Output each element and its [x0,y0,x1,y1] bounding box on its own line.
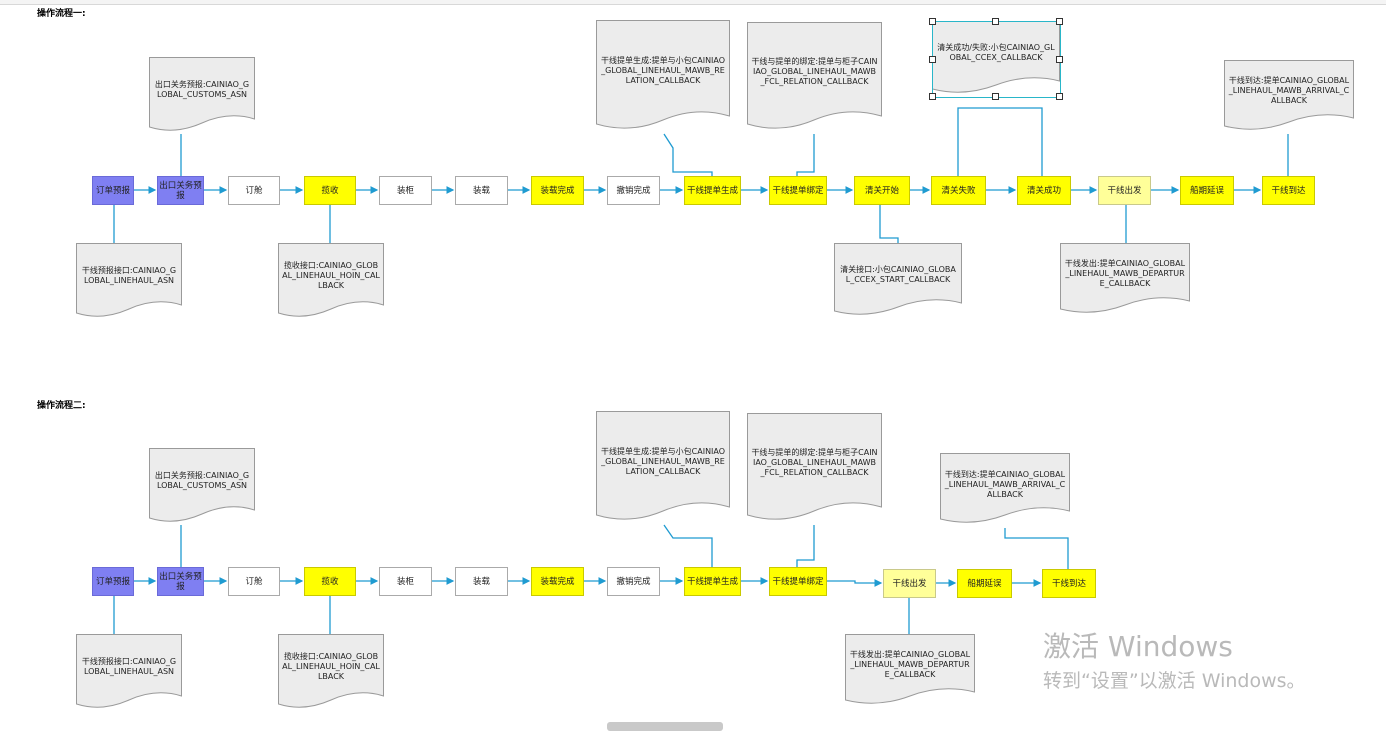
flow1-node-linehaul-departure[interactable]: 干线出发 [1098,176,1151,205]
flow2-node-export-customs-forecast[interactable]: 出口关务预报 [157,567,204,596]
activation-watermark-title: 激活 Windows [1043,630,1233,663]
resize-handle-left[interactable] [929,56,936,63]
flow2-note-departure-callback[interactable]: 干线发出:提单CAINIAO_GLOBAL_LINEHAUL_MAWB_DEPA… [845,634,975,708]
flow2-node-shipping-delay[interactable]: 船期延误 [957,569,1012,598]
flow1-note-hoin-callback[interactable]: 揽收接口:CAINIAO_GLOBAL_LINEHAUL_HOIN_CALLBA… [278,243,384,320]
flow1-title: 操作流程一: [37,9,86,19]
flow1-note-ccex-start-callback[interactable]: 清关接口:小包CAINIAO_GLOBAL_CCEX_START_CALLBAC… [834,243,962,318]
horizontal-scrollbar[interactable] [607,722,723,731]
flow1-note-customs-asn[interactable]: 出口关务预报:CAINIAO_GLOBAL_CUSTOMS_ASN [149,57,255,134]
top-ruler [0,0,1386,5]
flow1-node-loading-complete[interactable]: 装载完成 [531,176,584,205]
flow1-node-clearance-success[interactable]: 清关成功 [1017,176,1071,205]
flow1-node-order-forecast[interactable]: 订单预报 [92,176,134,205]
flow1-node-mawb-bound[interactable]: 干线提单绑定 [769,176,827,205]
flow2-node-linehaul-arrival[interactable]: 干线到达 [1042,569,1096,598]
flow1-node-shipping-delay[interactable]: 船期延误 [1180,176,1234,205]
flow1-node-cancel-complete[interactable]: 撤销完成 [607,176,660,205]
flow2-node-mawb-generated[interactable]: 干线提单生成 [684,567,741,596]
resize-handle-bottom-left[interactable] [929,93,936,100]
flow1-node-export-customs-forecast[interactable]: 出口关务预报 [157,176,204,205]
flow2-note-mawb-relation-callback[interactable]: 干线提单生成:提单与小包CAINIAO_GLOBAL_LINEHAUL_MAWB… [596,411,730,525]
resize-handle-top[interactable] [992,18,999,25]
flow1-node-container-loading[interactable]: 装柜 [379,176,432,205]
flow1-node-mawb-generated[interactable]: 干线提单生成 [684,176,741,205]
flow1-node-clearance-start[interactable]: 清关开始 [854,176,910,205]
resize-handle-bottom-right[interactable] [1056,93,1063,100]
flow1-node-linehaul-arrival[interactable]: 干线到达 [1262,176,1315,205]
flow1-note-linehaul-asn[interactable]: 干线预报接口:CAINIAO_GLOBAL_LINEHAUL_ASN [76,243,182,320]
flow2-node-mawb-bound[interactable]: 干线提单绑定 [769,567,827,596]
flow2-node-loading[interactable]: 装载 [455,567,508,596]
flow1-note-arrival-callback[interactable]: 干线到达:提单CAINIAO_GLOBAL_LINEHAUL_MAWB_ARRI… [1224,60,1354,134]
flow1-node-clearance-failed[interactable]: 清关失败 [931,176,986,205]
flow2-note-mawb-fcl-relation-callback[interactable]: 干线与提单的绑定:提单与柜子CAINIAO_GLOBAL_LINEHAUL_MA… [747,413,882,525]
flow2-note-arrival-callback[interactable]: 干线到达:提单CAINIAO_GLOBAL_LINEHAUL_MAWB_ARRI… [940,453,1070,528]
flow2-note-customs-asn[interactable]: 出口关务预报:CAINIAO_GLOBAL_CUSTOMS_ASN [149,448,255,525]
flow1-node-booking[interactable]: 订舱 [228,176,280,205]
flow2-node-cancel-complete[interactable]: 撤销完成 [607,567,660,596]
flow2-note-hoin-callback[interactable]: 揽收接口:CAINIAO_GLOBAL_LINEHAUL_HOIN_CALLBA… [278,634,384,711]
flow1-note-ccex-callback[interactable]: 清关成功/失败:小包CAINIAO_GLOBAL_CCEX_CALLBACK [932,21,1060,97]
flow2-node-order-forecast[interactable]: 订单预报 [92,567,134,596]
flow2-title: 操作流程二: [37,401,86,411]
resize-handle-right[interactable] [1056,56,1063,63]
resize-handle-bottom[interactable] [992,93,999,100]
flow1-node-loading[interactable]: 装载 [455,176,508,205]
flow1-note-mawb-relation-callback[interactable]: 干线提单生成:提单与小包CAINIAO_GLOBAL_LINEHAUL_MAWB… [596,20,730,134]
flow2-node-booking[interactable]: 订舱 [228,567,280,596]
resize-handle-top-right[interactable] [1056,18,1063,25]
flow1-node-pickup[interactable]: 揽收 [304,176,356,205]
flow2-node-container-loading[interactable]: 装柜 [379,567,432,596]
flow1-note-mawb-fcl-relation-callback[interactable]: 干线与提单的绑定:提单与柜子CAINIAO_GLOBAL_LINEHAUL_MA… [747,22,882,134]
activation-watermark-subtitle: 转到“设置”以激活 Windows。 [1043,670,1306,692]
flow2-note-linehaul-asn[interactable]: 干线预报接口:CAINIAO_GLOBAL_LINEHAUL_ASN [76,634,182,711]
flow2-node-linehaul-departure[interactable]: 干线出发 [883,569,936,598]
flow1-note-departure-callback[interactable]: 干线发出:提单CAINIAO_GLOBAL_LINEHAUL_MAWB_DEPA… [1060,243,1190,317]
resize-handle-top-left[interactable] [929,18,936,25]
flow2-node-loading-complete[interactable]: 装载完成 [531,567,584,596]
flow2-node-pickup[interactable]: 揽收 [304,567,356,596]
